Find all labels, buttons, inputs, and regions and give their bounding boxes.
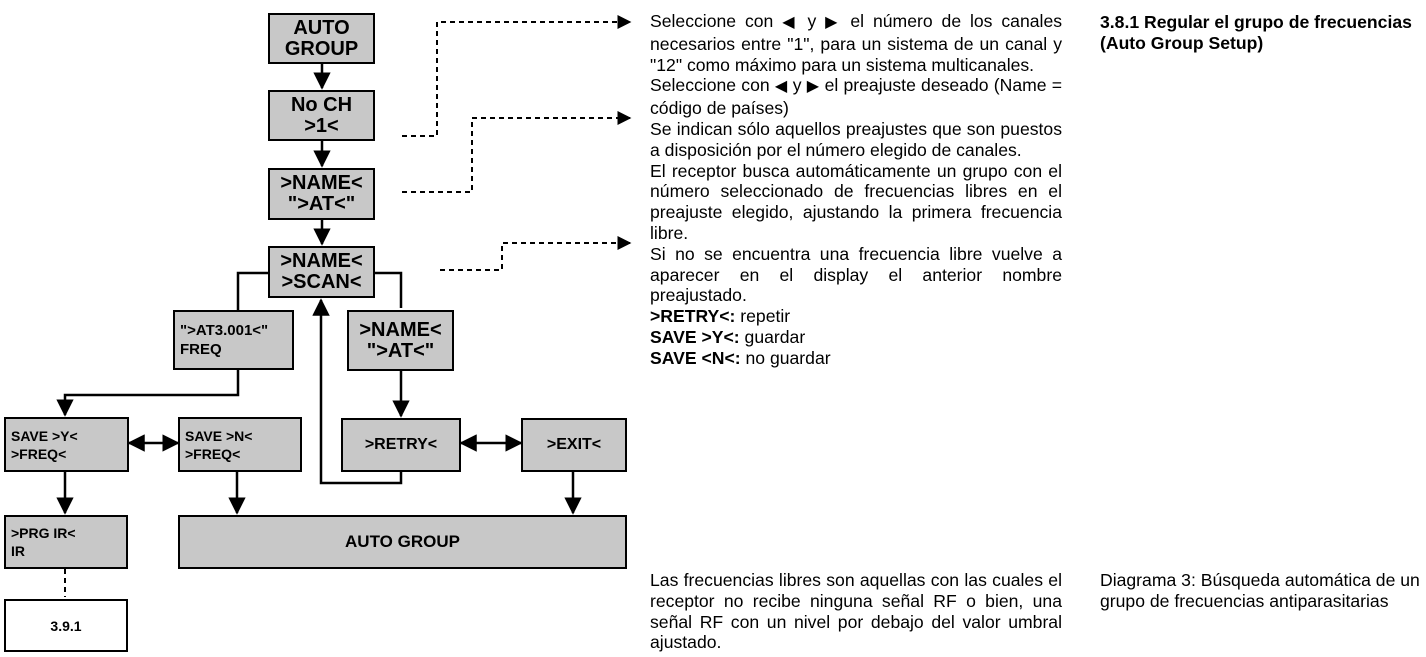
box-line: >FREQ<: [185, 445, 241, 462]
description-column: Seleccione con ◀ y ▶ el número de los ca…: [650, 11, 1062, 369]
box-line: GROUP: [284, 37, 359, 60]
para-free-frequencies: Las frecuencias libres son aquellas con …: [650, 570, 1062, 653]
legend-value: repetir: [740, 306, 791, 327]
box-exit: >EXIT<: [521, 418, 627, 472]
triangle-right-icon: ▶: [825, 14, 842, 31]
text-run: el número de los canales necesarios entr…: [650, 11, 1063, 75]
legend-key: SAVE >Y<:: [650, 326, 740, 347]
legend-retry: >RETRY<: repetir: [650, 306, 1062, 327]
para-presets-info: Se indican sólo aquellos preajustes que …: [650, 118, 1062, 160]
line-scan-to-at3: [236, 271, 268, 310]
box-line: >1<: [304, 114, 339, 137]
text-run: y: [807, 11, 817, 31]
para-receiver-search: El receptor busca automáticamente un gru…: [650, 160, 1062, 243]
box-auto-group-top: AUTO GROUP: [268, 13, 375, 64]
text-run: Seleccione con: [650, 11, 774, 31]
box-line: >FREQ<: [11, 445, 67, 462]
section-heading: 3.8.1 Regular el grupo de frecuencias (A…: [1100, 12, 1412, 53]
text-run: y: [792, 75, 802, 96]
box-line: 3.9.1: [50, 617, 82, 634]
text-run: Seleccione con: [650, 75, 770, 96]
line-scan-to-name2: [375, 271, 403, 308]
text-run: el preajuste deseado (Name = código de p…: [650, 75, 1063, 119]
box-line: >RETRY<: [364, 436, 438, 453]
box-line: ">AT3.001<": [180, 322, 269, 339]
triangle-right-icon: ▶: [806, 78, 820, 96]
dashed-noch-to-text: [402, 15, 632, 137]
para-select-channels: Seleccione con ◀ y ▶ el número de los ca…: [650, 11, 1062, 75]
box-save-y: SAVE >Y< >FREQ<: [4, 417, 129, 472]
arrow-retry-loop: [312, 298, 403, 485]
dashed-scan-to-text: [440, 236, 632, 271]
box-name-at: >NAME< ">AT<": [268, 168, 375, 220]
triangle-left-icon: ◀: [774, 78, 788, 96]
box-auto-group-bottom: AUTO GROUP: [178, 515, 627, 569]
legend-save-n: SAVE <N<: no guardar: [650, 348, 1062, 369]
legend-value: no guardar: [745, 347, 831, 368]
box-line: >NAME<: [359, 318, 442, 341]
box-name-scan: >NAME< >SCAN<: [268, 246, 375, 298]
box-ref: 3.9.1: [4, 599, 128, 652]
box-line: AUTO GROUP: [345, 532, 460, 551]
para-select-preset: Seleccione con ◀ y ▶ el preajuste desead…: [650, 75, 1062, 119]
dashed-name-to-text: [402, 111, 632, 193]
legend-key: >RETRY<:: [650, 306, 736, 327]
para-free-frequencies-text: Las frecuencias libres son aquellas con …: [650, 570, 1062, 653]
legend-save-y: SAVE >Y<: guardar: [650, 327, 1062, 348]
box-line: >PRG IR<: [11, 525, 76, 541]
box-line: >EXIT<: [546, 436, 602, 453]
box-line: IR: [11, 543, 25, 559]
box-line: ">AT<": [366, 339, 435, 362]
legend-value: guardar: [744, 326, 806, 347]
box-line: No CH: [290, 93, 353, 116]
box-name-at-2: >NAME< ">AT<": [347, 310, 454, 371]
box-at3-freq: ">AT3.001<" FREQ: [173, 310, 294, 370]
box-line: >NAME<: [280, 250, 363, 272]
triangle-left-icon: ◀: [782, 14, 799, 31]
box-line: ">AT<": [287, 193, 356, 215]
para-no-free-frequency: Si no se encuentra una frecuencia libre …: [650, 243, 1062, 306]
box-prg-ir: >PRG IR< IR: [4, 515, 128, 569]
box-line: >NAME<: [280, 172, 363, 194]
box-line: SAVE >Y<: [11, 427, 78, 444]
box-no-ch: No CH >1<: [268, 90, 375, 141]
box-line: FREQ: [180, 341, 222, 358]
diagram-caption: Diagrama 3: Búsqueda automática de un gr…: [1100, 570, 1420, 611]
box-line: >SCAN<: [281, 271, 362, 293]
box-retry: >RETRY<: [341, 418, 461, 472]
legend-key: SAVE <N<:: [650, 347, 741, 368]
box-save-n: SAVE >N< >FREQ<: [178, 417, 302, 472]
box-line: AUTO: [293, 16, 350, 39]
arrow-at3-to-savey: [56, 370, 240, 417]
box-line: SAVE >N<: [185, 427, 253, 444]
